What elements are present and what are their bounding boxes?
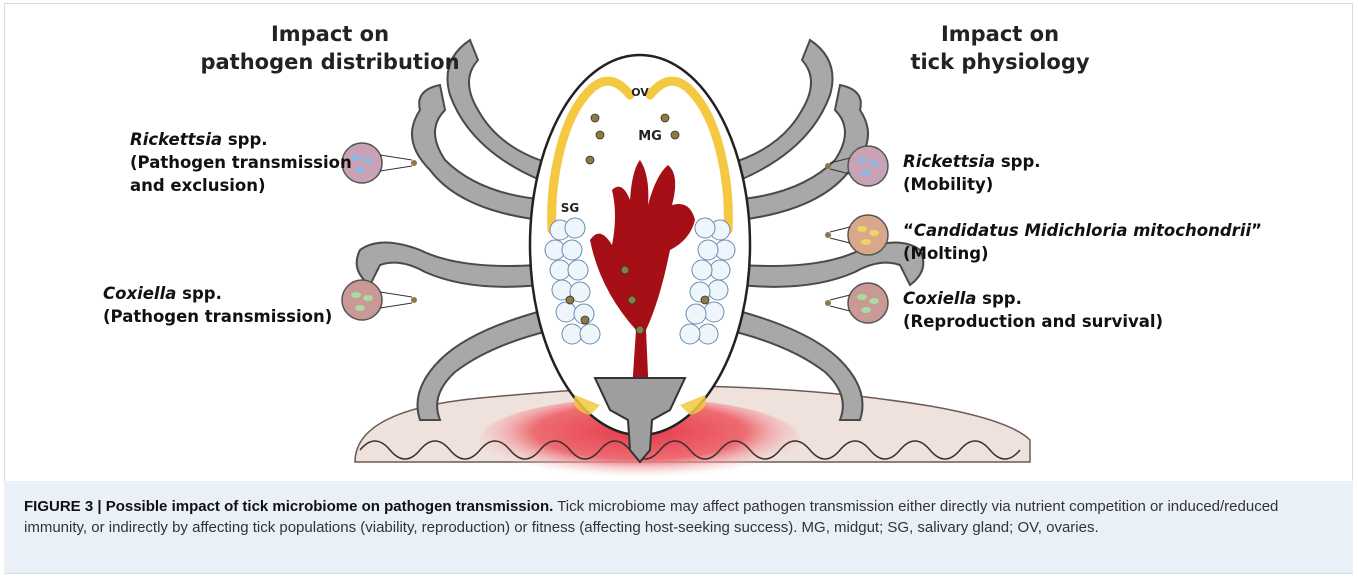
heading-right-line1: Impact on xyxy=(860,20,1140,48)
label-coxiella-right-line2: (Reproduction and survival) xyxy=(903,310,1163,333)
label-coxiella-left-spp: spp. xyxy=(176,284,221,303)
label-midichloria-open-quote: “ xyxy=(903,221,914,240)
ovary-label: OV xyxy=(631,86,649,99)
label-midichloria-italic: Candidatus Midichloria mitochondrii xyxy=(914,221,1251,240)
label-midichloria-line2: (Molting) xyxy=(903,242,1262,265)
heading-left-line1: Impact on xyxy=(170,20,490,48)
label-rickettsia-right-line2: (Mobility) xyxy=(903,173,1041,196)
midgut-label: MG xyxy=(638,129,662,144)
label-rickettsia-right-italic: Rickettsia xyxy=(903,152,995,171)
label-rickettsia-right: Rickettsia spp. (Mobility) xyxy=(903,150,1041,196)
salivary-gland-label: SG xyxy=(561,201,580,215)
label-coxiella-right: Coxiella spp. (Reproduction and survival… xyxy=(903,287,1163,333)
legs-right xyxy=(725,40,923,420)
label-midichloria-right: “Candidatus Midichloria mitochondrii” (M… xyxy=(903,219,1262,265)
label-midichloria-close-quote: ” xyxy=(1251,221,1262,240)
microbe-circle-midichloria-right xyxy=(825,215,888,255)
label-rickettsia-left: Rickettsia spp. (Pathogen transmission a… xyxy=(130,128,352,197)
heading-right-line2: tick physiology xyxy=(860,48,1140,76)
label-rickettsia-left-italic: Rickettsia xyxy=(130,130,222,149)
heading-tick-physiology: Impact on tick physiology xyxy=(860,20,1140,76)
label-coxiella-left-italic: Coxiella xyxy=(103,284,176,303)
label-rickettsia-left-line3: and exclusion) xyxy=(130,174,352,197)
label-coxiella-left-line2: (Pathogen transmission) xyxy=(103,305,332,328)
label-rickettsia-right-spp: spp. xyxy=(995,152,1040,171)
figure-caption: FIGURE 3 | Possible impact of tick micro… xyxy=(20,496,1336,538)
label-rickettsia-left-line2: (Pathogen transmission xyxy=(130,151,352,174)
caption-title: FIGURE 3 | Possible impact of tick micro… xyxy=(24,498,553,515)
heading-pathogen-distribution: Impact on pathogen distribution xyxy=(170,20,490,76)
label-coxiella-right-italic: Coxiella xyxy=(903,289,976,308)
label-rickettsia-left-spp: spp. xyxy=(222,130,267,149)
microbe-circle-coxiella-left xyxy=(342,280,417,320)
legs-left xyxy=(357,40,555,420)
label-coxiella-left: Coxiella spp. (Pathogen transmission) xyxy=(103,282,332,328)
label-coxiella-right-spp: spp. xyxy=(976,289,1021,308)
microbe-circle-coxiella-right xyxy=(825,283,888,323)
microbe-circle-rickettsia-left xyxy=(342,143,417,183)
heading-left-line2: pathogen distribution xyxy=(170,48,490,76)
